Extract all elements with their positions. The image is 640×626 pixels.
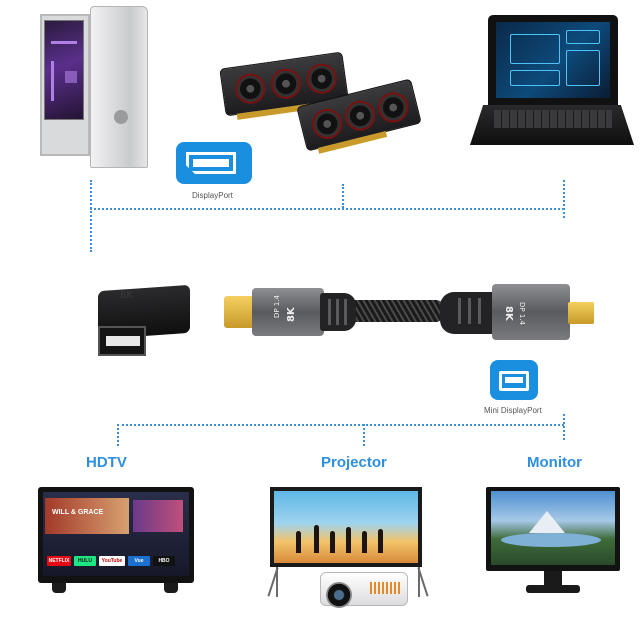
cable-right-resolution: 8K [503,306,514,321]
projector-vent [370,582,400,594]
monitor-screen [491,491,615,565]
cable-housing-left [252,288,324,336]
tv-stand-right [164,583,178,593]
mini-displayport-icon [490,360,538,400]
projector-lens [326,582,352,608]
connector-line [342,184,344,208]
cable-left-version: DP 1.4 [273,295,281,318]
screen-leg [418,567,420,597]
connector-line [117,424,119,446]
tv-app-hulu: HULU [74,556,96,566]
connector-line [563,180,565,218]
category-projector: Projector [321,454,387,471]
cable-left-resolution: 8K [286,307,297,322]
laptop-display [496,22,610,98]
cable-strain-relief-right [440,292,496,334]
tv-app-youtube: YouTube [99,556,125,566]
cable-right-version: DP 1.4 [518,302,526,325]
tv-app-hbo: HBO [153,556,175,566]
displayport-plug [224,296,256,328]
category-hdtv: HDTV [86,454,127,471]
category-monitor: Monitor [527,454,582,471]
cable-housing-right [492,284,570,340]
connector-line [117,424,564,426]
displayport-icon [176,142,252,184]
connector-line [363,424,365,446]
displayport-caption: DisplayPort [192,191,233,200]
pc-tower-logo [114,110,128,124]
adapter-label: 8K [120,290,133,301]
connector-line [90,180,92,252]
pc-tower-glass [44,20,84,120]
connector-line [90,208,564,210]
tv-app-netflix: NETFLIX [47,556,71,566]
monitor-base [526,585,580,593]
screen-leg [276,567,278,597]
pc-tower-front-panel [90,6,148,168]
monitor-neck [544,571,562,585]
mini-displayport-plug [568,302,594,324]
laptop-keyboard [494,110,612,128]
tv-show-title: WILL & GRACE [52,509,104,516]
pc-tower-image [40,6,148,168]
cable-braid [348,300,444,322]
projector-screen-image [270,487,422,567]
mini-displayport-caption: Mini DisplayPort [484,406,542,415]
cable-strain-relief-left [320,293,356,331]
adapter-plug [98,326,146,356]
connector-line [563,414,565,440]
tv-stand-left [52,583,66,593]
tv-app-vue: Vue [128,556,150,566]
